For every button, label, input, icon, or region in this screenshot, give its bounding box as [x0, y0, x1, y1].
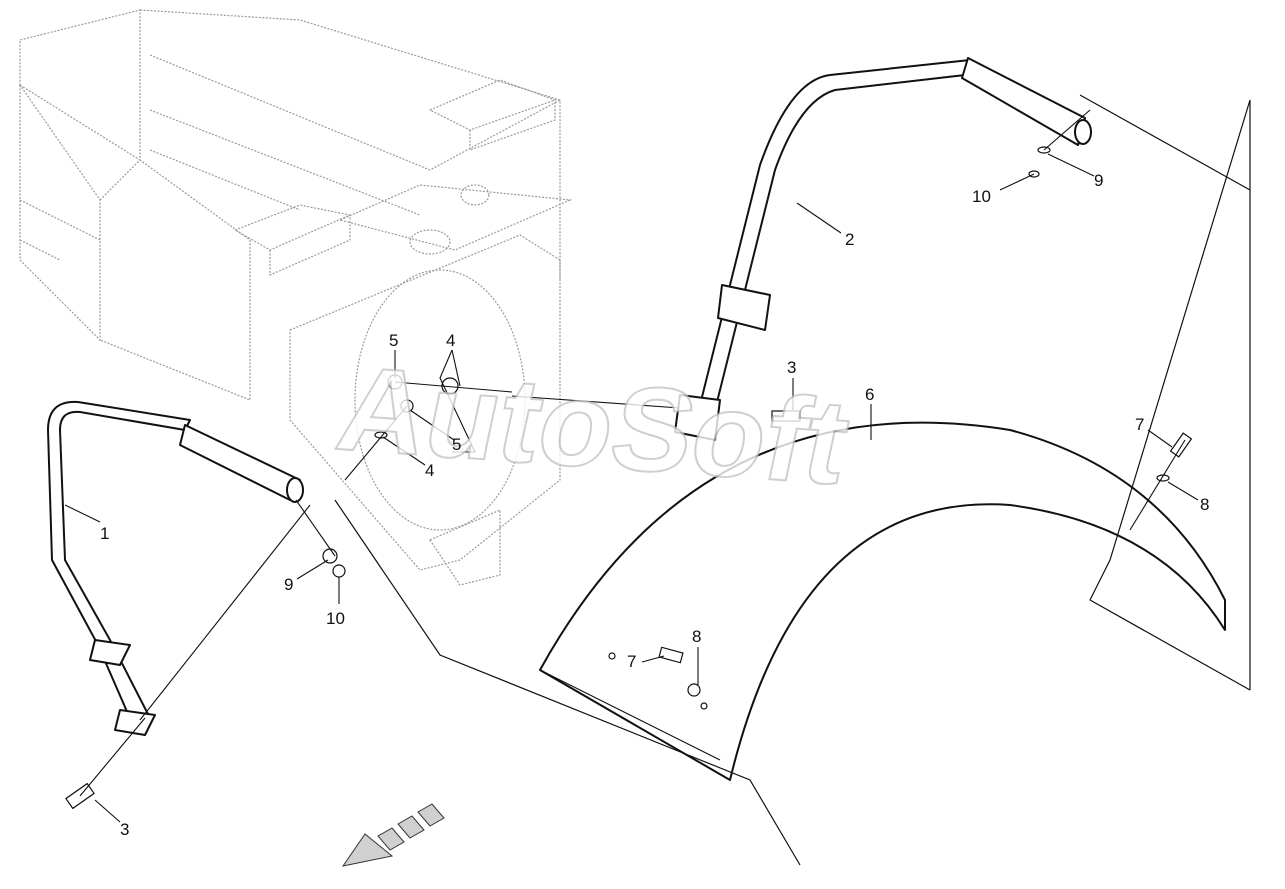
callout-6: 6 [865, 385, 874, 404]
callout-10-right: 10 [972, 187, 991, 206]
watermark-text: AutoSoft [327, 341, 860, 509]
fender [334, 94, 1251, 866]
callout-4-bottom: 4 [425, 461, 434, 480]
callout-10-left: 10 [326, 609, 345, 628]
callout-labels: 1 2 3 3 4 4 5 5 6 7 7 8 8 9 9 10 10 [100, 171, 1209, 839]
callout-3-left: 3 [120, 820, 129, 839]
fender-stay-left [47, 400, 304, 736]
callout-5-bottom: 5 [452, 435, 461, 454]
callout-9-right: 9 [1094, 171, 1103, 190]
callout-1: 1 [100, 524, 109, 543]
callout-9-left: 9 [284, 575, 293, 594]
callout-7-right: 7 [1135, 415, 1144, 434]
callout-8-right: 8 [1200, 495, 1209, 514]
forward-direction-arrow-icon [341, 803, 445, 867]
callout-4-top: 4 [446, 331, 455, 350]
assembly-lines [79, 109, 1186, 797]
callout-5-top: 5 [389, 331, 398, 350]
callout-8-left: 8 [692, 627, 701, 646]
callout-3-right: 3 [787, 358, 796, 377]
callout-leaders [64, 153, 1199, 823]
callout-7-left: 7 [627, 652, 636, 671]
callout-2: 2 [845, 230, 854, 249]
fender-stay-right [674, 57, 1092, 441]
tractor-frame [19, 9, 573, 586]
